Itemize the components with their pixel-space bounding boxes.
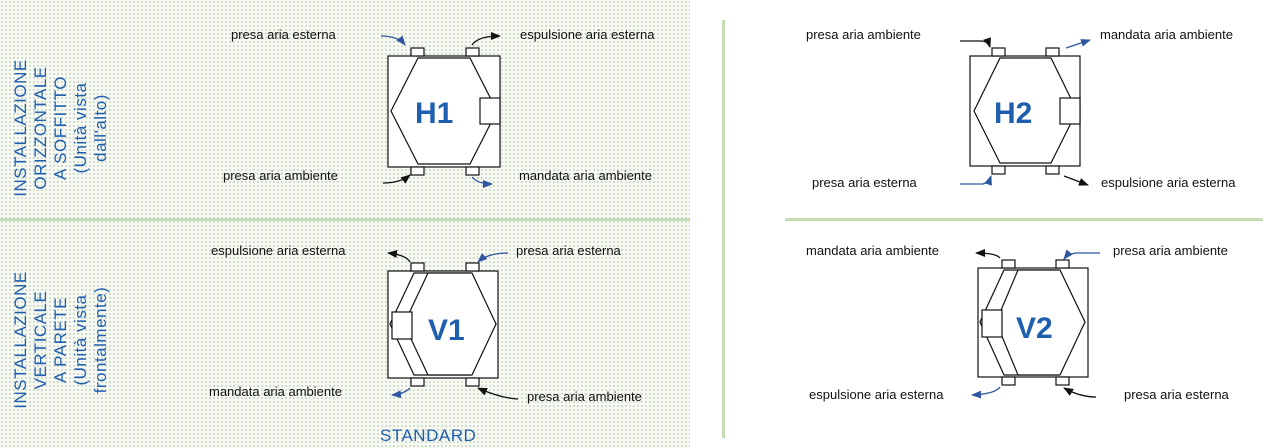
- h1-arrow-top-left: [380, 35, 406, 46]
- standard-label: STANDARD: [380, 426, 477, 445]
- h2-arrow-top-left: [960, 37, 991, 48]
- v1-port-top-right: [465, 262, 480, 272]
- v2-side-box: [981, 309, 1003, 338]
- h1-arrow-bottom-left: [382, 174, 411, 184]
- v1-port-top-left: [410, 262, 425, 272]
- v1-label-bottom-left: mandata aria ambiente: [209, 384, 342, 399]
- h2-label-bottom-right: espulsione aria esterna: [1101, 175, 1236, 190]
- h1-arrow-bottom-right: [471, 176, 493, 188]
- horizontal-separator-left: [0, 218, 690, 221]
- h1-label-bottom-left: presa aria ambiente: [223, 168, 338, 183]
- v2-port-top-right: [1055, 259, 1070, 269]
- v1-arrow-bottom-right: [477, 387, 519, 400]
- v2-label-bottom-left: espulsione aria esterna: [809, 387, 944, 402]
- h2-port-top-right: [1045, 47, 1060, 57]
- h2-port-bottom-left: [991, 165, 1006, 175]
- h1-side-box: [479, 97, 501, 125]
- v2-port-bottom-left: [1001, 376, 1016, 386]
- h1-port-top-right: [465, 47, 480, 57]
- h1-port-bottom-right: [465, 166, 480, 176]
- h2-port-top-left: [991, 47, 1006, 57]
- h2-port-bottom-right: [1045, 165, 1060, 175]
- unit-v2: [977, 259, 1089, 386]
- unit-h2: [969, 47, 1081, 175]
- unit-h1: [387, 47, 501, 176]
- h1-label-top-left: presa aria esterna: [231, 27, 336, 42]
- vertical-separator: [722, 20, 725, 438]
- v2-arrow-top-left: [975, 249, 1001, 259]
- v2-port-top-left: [1001, 259, 1016, 269]
- v2-label-top-right: presa aria ambiente: [1113, 243, 1228, 258]
- v1-label-bottom-right: presa aria ambiente: [527, 389, 642, 404]
- h1-port-bottom-left: [410, 166, 425, 176]
- h1-hexagon: [390, 57, 498, 165]
- v2-arrow-bottom-left: [971, 386, 1001, 399]
- h2-label-top-left: presa aria ambiente: [806, 27, 921, 42]
- h2-label-top-right: mandata aria ambiente: [1100, 27, 1233, 42]
- standard-panel: [0, 0, 690, 448]
- h2-label-bottom-left: presa aria esterna: [812, 175, 917, 190]
- v1-arrow-bottom-left: [391, 387, 411, 399]
- h2-arrow-top-right: [1065, 39, 1091, 49]
- h1-label-bottom-right: mandata aria ambiente: [519, 168, 652, 183]
- v1-title: V1: [428, 314, 465, 347]
- h2-arrow-bottom-right: [1063, 175, 1089, 186]
- v1-label-top-left: espulsione aria esterna: [211, 243, 346, 258]
- horizontal-separator-right: [785, 218, 1263, 221]
- h1-title: H1: [415, 97, 453, 130]
- v2-label-bottom-right: presa aria esterna: [1124, 387, 1229, 402]
- v2-label-top-left: mandata aria ambiente: [806, 243, 939, 258]
- v1-side-box: [391, 311, 413, 340]
- v2-port-bottom-right: [1055, 376, 1070, 386]
- v1-port-bottom-left: [410, 377, 425, 387]
- h2-hexagon: [973, 57, 1078, 164]
- unit-v1: [387, 262, 499, 387]
- v1-arrow-top-right: [477, 252, 509, 263]
- v1-arrow-top-left: [387, 250, 411, 263]
- v2-arrow-bottom-right: [1063, 387, 1097, 398]
- h1-label-top-right: espulsione aria esterna: [520, 27, 655, 42]
- v2-title: V2: [1016, 312, 1053, 345]
- h1-port-top-left: [410, 47, 425, 57]
- h2-arrow-bottom-left: [960, 175, 992, 186]
- h2-title: H2: [994, 97, 1032, 130]
- v2-arrow-top-right: [1063, 249, 1100, 260]
- v1-label-top-right: presa aria esterna: [516, 243, 621, 258]
- v1-port-bottom-right: [465, 377, 480, 387]
- h2-side-box: [1059, 97, 1081, 125]
- h1-arrow-top-right: [471, 32, 501, 46]
